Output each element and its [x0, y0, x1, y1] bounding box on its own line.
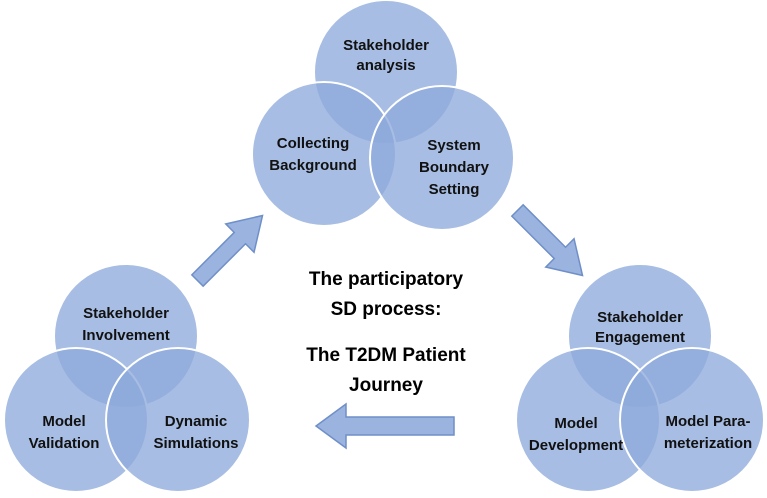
- label-model-validation-line1: Model: [42, 413, 85, 430]
- label-system-boundary-setting-line1: System: [427, 137, 480, 154]
- arrow-down-right-icon: [510, 203, 584, 277]
- arrow-left-icon: [314, 402, 455, 450]
- label-model-development-line2: Development: [529, 437, 623, 454]
- center-title: The participatory SD process: The T2DM P…: [306, 269, 466, 396]
- circle-dynamic-simulations: [105, 347, 251, 493]
- venn-group-top: Stakeholder analysis Collecting Backgrou…: [251, 0, 515, 231]
- center-title-line4: Journey: [349, 375, 423, 396]
- label-model-development-line1: Model: [554, 415, 597, 432]
- center-title-line3: The T2DM Patient: [306, 345, 466, 366]
- label-dynamic-simulations-line2: Simulations: [153, 435, 238, 452]
- label-dynamic-simulations-line1: Dynamic: [165, 413, 228, 430]
- label-system-boundary-setting-line2: Boundary: [419, 159, 490, 176]
- venn-group-left: Stakeholder Involvement Model Validation…: [3, 263, 251, 493]
- arrow-up-right-icon: [190, 214, 264, 288]
- label-stakeholder-analysis-line2: analysis: [356, 57, 415, 74]
- circle-system-boundary-setting: [369, 85, 515, 231]
- label-system-boundary-setting-line3: Setting: [429, 181, 480, 198]
- label-stakeholder-involvement-line2: Involvement: [82, 327, 170, 344]
- label-stakeholder-engagement-line1: Stakeholder: [597, 309, 683, 326]
- center-title-line2: SD process:: [331, 299, 442, 320]
- label-collecting-background-line2: Background: [269, 157, 357, 174]
- label-stakeholder-analysis-line1: Stakeholder: [343, 37, 429, 54]
- circle-model-parameterization: [619, 347, 765, 493]
- center-title-line1: The participatory: [309, 269, 464, 290]
- label-stakeholder-involvement-line1: Stakeholder: [83, 305, 169, 322]
- label-model-parameterization-line1: Model Para-: [665, 413, 750, 430]
- venn-group-right: Stakeholder Engagement Model Development…: [515, 263, 765, 493]
- label-model-validation-line2: Validation: [29, 435, 100, 452]
- label-stakeholder-engagement-line2: Engagement: [595, 329, 685, 346]
- label-model-parameterization-line2: meterization: [664, 435, 752, 452]
- label-collecting-background-line1: Collecting: [277, 135, 350, 152]
